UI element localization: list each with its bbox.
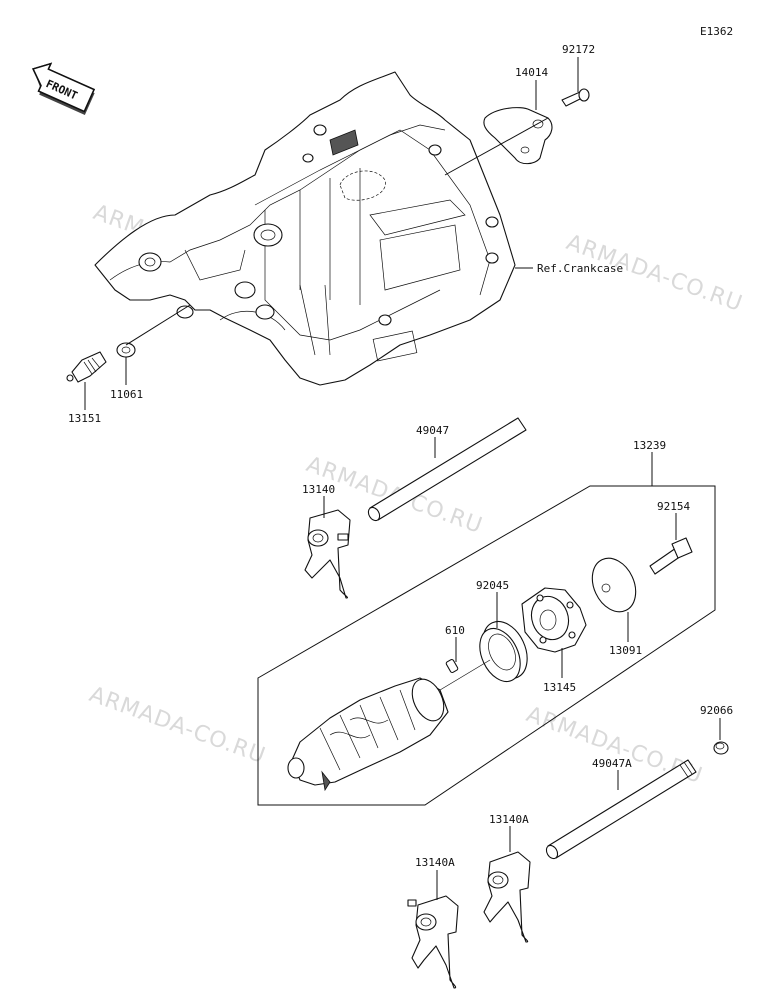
part-label-13140A-lower: 13140A [415,856,455,869]
bolt-92172 [561,88,590,107]
part-label-49047A: 49047A [592,757,632,770]
segment-13145 [521,587,587,653]
shift-fork-13140A-upper [483,851,531,943]
part-label-92154: 92154 [657,500,690,513]
part-label-13091: 13091 [609,644,642,657]
shift-rod-49047A [545,759,697,860]
plate-13091 [591,557,637,613]
reference-label: Ref.Crankcase [537,262,623,275]
watermark: ARMADA-CO.RU [86,682,269,769]
part-label-13151: 13151 [68,412,101,425]
part-label-13140A-upper: 13140A [489,813,529,826]
plug-92066 [713,741,729,755]
washer-11061 [116,342,136,358]
part-label-11061: 11061 [110,388,143,401]
part-label-92066: 92066 [700,704,733,717]
part-label-14014: 14014 [515,66,548,79]
part-label-13140: 13140 [302,483,335,496]
pin-610 [445,658,459,674]
bearing-92045 [479,620,528,683]
part-label-13145: 13145 [543,681,576,694]
part-label-92172: 92172 [562,43,595,56]
switch-13151 [66,351,107,383]
bracket-14014 [483,107,553,165]
bolt-92154 [649,537,693,575]
front-arrow-badge: FRONT [32,62,96,115]
shift-fork-13140A-lower [407,895,459,989]
assembly-outline-13239 [257,485,716,806]
shift-fork-13140 [304,509,351,599]
part-label-92045: 92045 [476,579,509,592]
part-label-610: 610 [445,624,465,637]
crankcase-illustration [94,71,516,386]
shift-rod-49047 [367,417,527,522]
part-label-13239: 13239 [633,439,666,452]
part-labels: 92172 14014 Ref.Crankcase 13151 11061 49… [68,43,733,869]
part-label-49047: 49047 [416,424,449,437]
leader-lines [84,57,721,900]
shift-drum [287,659,491,792]
diagram-code: E1362 [700,25,733,38]
